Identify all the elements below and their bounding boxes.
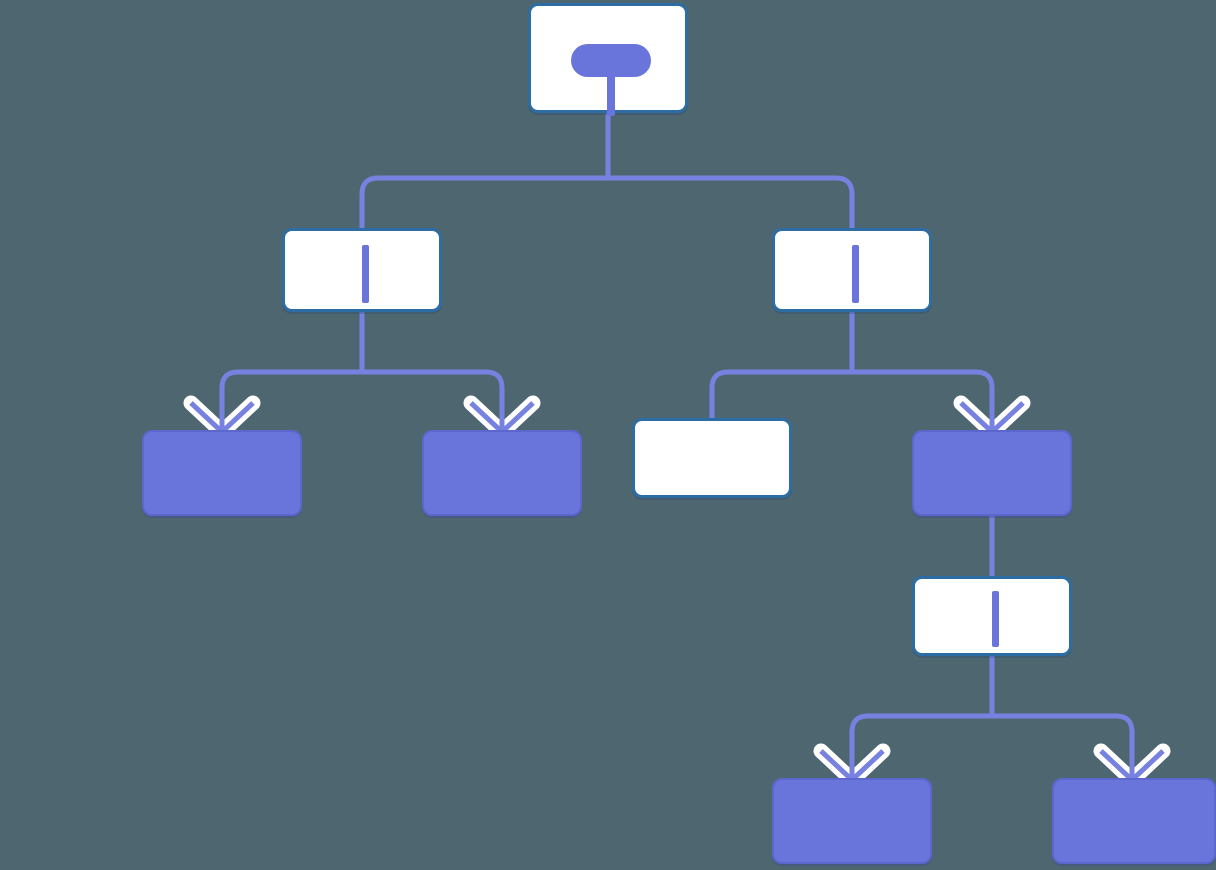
level3-node-2[interactable] xyxy=(422,430,582,516)
root-node[interactable] xyxy=(528,3,688,116)
arrowhead-level3-1-outline xyxy=(183,395,261,440)
arrowhead-level5-right-outline xyxy=(1093,743,1171,788)
arrowhead-level5-left-outline xyxy=(813,743,891,788)
level4-node-redaction-1 xyxy=(992,591,999,647)
edge-level2right-to-level3-3 xyxy=(709,312,855,418)
arrowhead-level3-4-outline xyxy=(953,395,1031,440)
level2-node-left[interactable] xyxy=(282,228,442,312)
arrowhead-level5-right xyxy=(1099,749,1165,784)
root-node-redaction-1 xyxy=(571,44,651,77)
edge-level2right-to-level3-4 xyxy=(849,312,995,432)
level2-node-left-redaction-1 xyxy=(362,245,369,303)
level3-node-1[interactable] xyxy=(142,430,302,516)
arrowhead-level5-left xyxy=(819,749,885,784)
arrowhead-level3-4 xyxy=(959,401,1025,436)
root-node-redaction-2 xyxy=(607,74,615,116)
arrowhead-level3-2 xyxy=(469,401,535,436)
edge-level4-to-level5-right xyxy=(989,656,1135,780)
edge-level4-to-level5-left xyxy=(849,656,995,780)
level2-node-right[interactable] xyxy=(772,228,932,312)
level3-node-4[interactable] xyxy=(912,430,1072,516)
arrowhead-level3-1 xyxy=(189,401,255,436)
level4-node[interactable] xyxy=(912,576,1072,656)
level3-node-3[interactable] xyxy=(632,418,792,498)
level5-node-right[interactable] xyxy=(1052,778,1216,864)
edge-level2left-to-level3-2 xyxy=(359,312,505,432)
edge-level2left-to-level3-1 xyxy=(219,312,365,432)
level5-node-left[interactable] xyxy=(772,778,932,864)
level2-node-right-redaction-1 xyxy=(852,245,859,303)
arrowhead-level3-2-outline xyxy=(463,395,541,440)
